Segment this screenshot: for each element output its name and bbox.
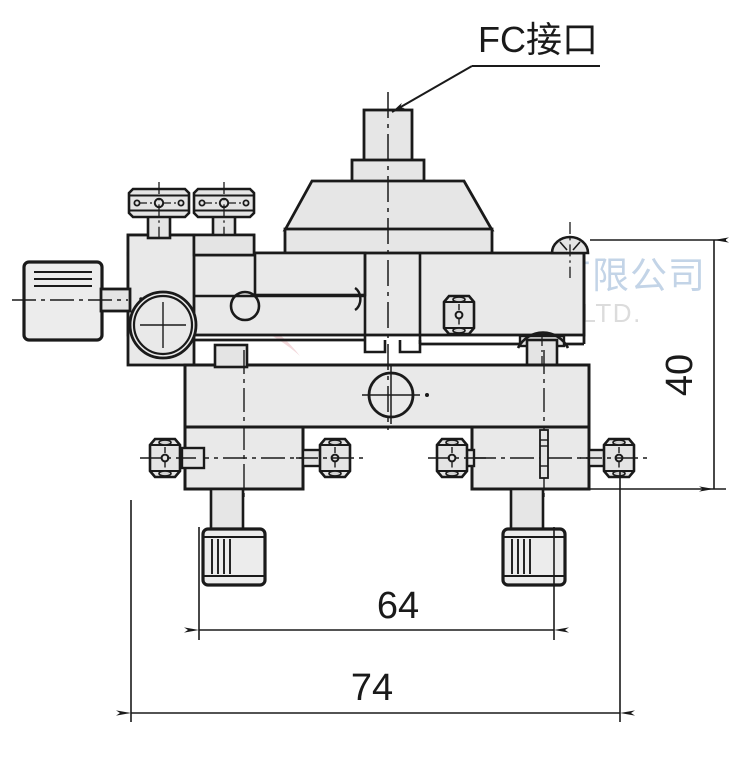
top-thumbscrew-left: [127, 182, 191, 240]
dome-screw-flute-2: [572, 241, 581, 251]
small-hole-upper-body: [229, 290, 261, 322]
left-dot-marker: [139, 297, 143, 301]
middle-plate-dot: [425, 393, 429, 397]
dimension-height-40: 40: [590, 237, 729, 492]
upper-side-screw-right: [516, 331, 570, 372]
bottom-knob-right: [501, 487, 567, 587]
inner-arc-detail: [354, 286, 362, 312]
upper-side-screw-left: [442, 294, 476, 336]
side-thumbscrew-far-left: [140, 437, 206, 479]
upper-stage-body: [126, 233, 586, 354]
side-thumbscrew-right-inner: [428, 437, 486, 479]
dimension-width-64: 64: [184, 527, 569, 640]
top-thumbscrew-right: [192, 182, 256, 240]
lower-right-block: [470, 350, 591, 500]
upper-body-notch-left: [363, 340, 387, 354]
dim40-label: 40: [659, 354, 701, 396]
left-knob-body: [22, 260, 104, 342]
dim64-label: 64: [377, 585, 419, 627]
left-block-assembly: [126, 233, 198, 367]
dimension-width-74: 74: [116, 470, 635, 722]
left-adjustment-knob: [12, 260, 132, 342]
left-round-boss-inner: [132, 294, 194, 356]
dim74-label: 74: [351, 667, 393, 709]
top-screw-right-collar: [192, 233, 256, 257]
bottom-knob-right-stem: [509, 487, 545, 531]
middle-plate-top-stub-left: [213, 343, 249, 369]
fc-interface-label: FC接口: [478, 19, 598, 60]
dome-screw-flute-1: [559, 241, 568, 251]
lower-right-set-screw: [539, 429, 549, 479]
bottom-knob-left: [201, 487, 267, 587]
upper-body-notch-right: [398, 340, 422, 354]
upper-inner-step: [253, 251, 367, 297]
side-thumbscrew-far-right: [580, 437, 648, 479]
upper-right-screw-arc: [516, 331, 570, 349]
fc-interface-annotation: FC接口: [391, 19, 600, 113]
bottom-knob-left-stem: [209, 487, 245, 531]
top-right-dome-screw: [550, 222, 590, 278]
fc-leader-diagonal: [391, 65, 473, 113]
middle-plate-assembly: [183, 343, 591, 429]
side-thumbscrew-left-inner: [296, 437, 364, 479]
